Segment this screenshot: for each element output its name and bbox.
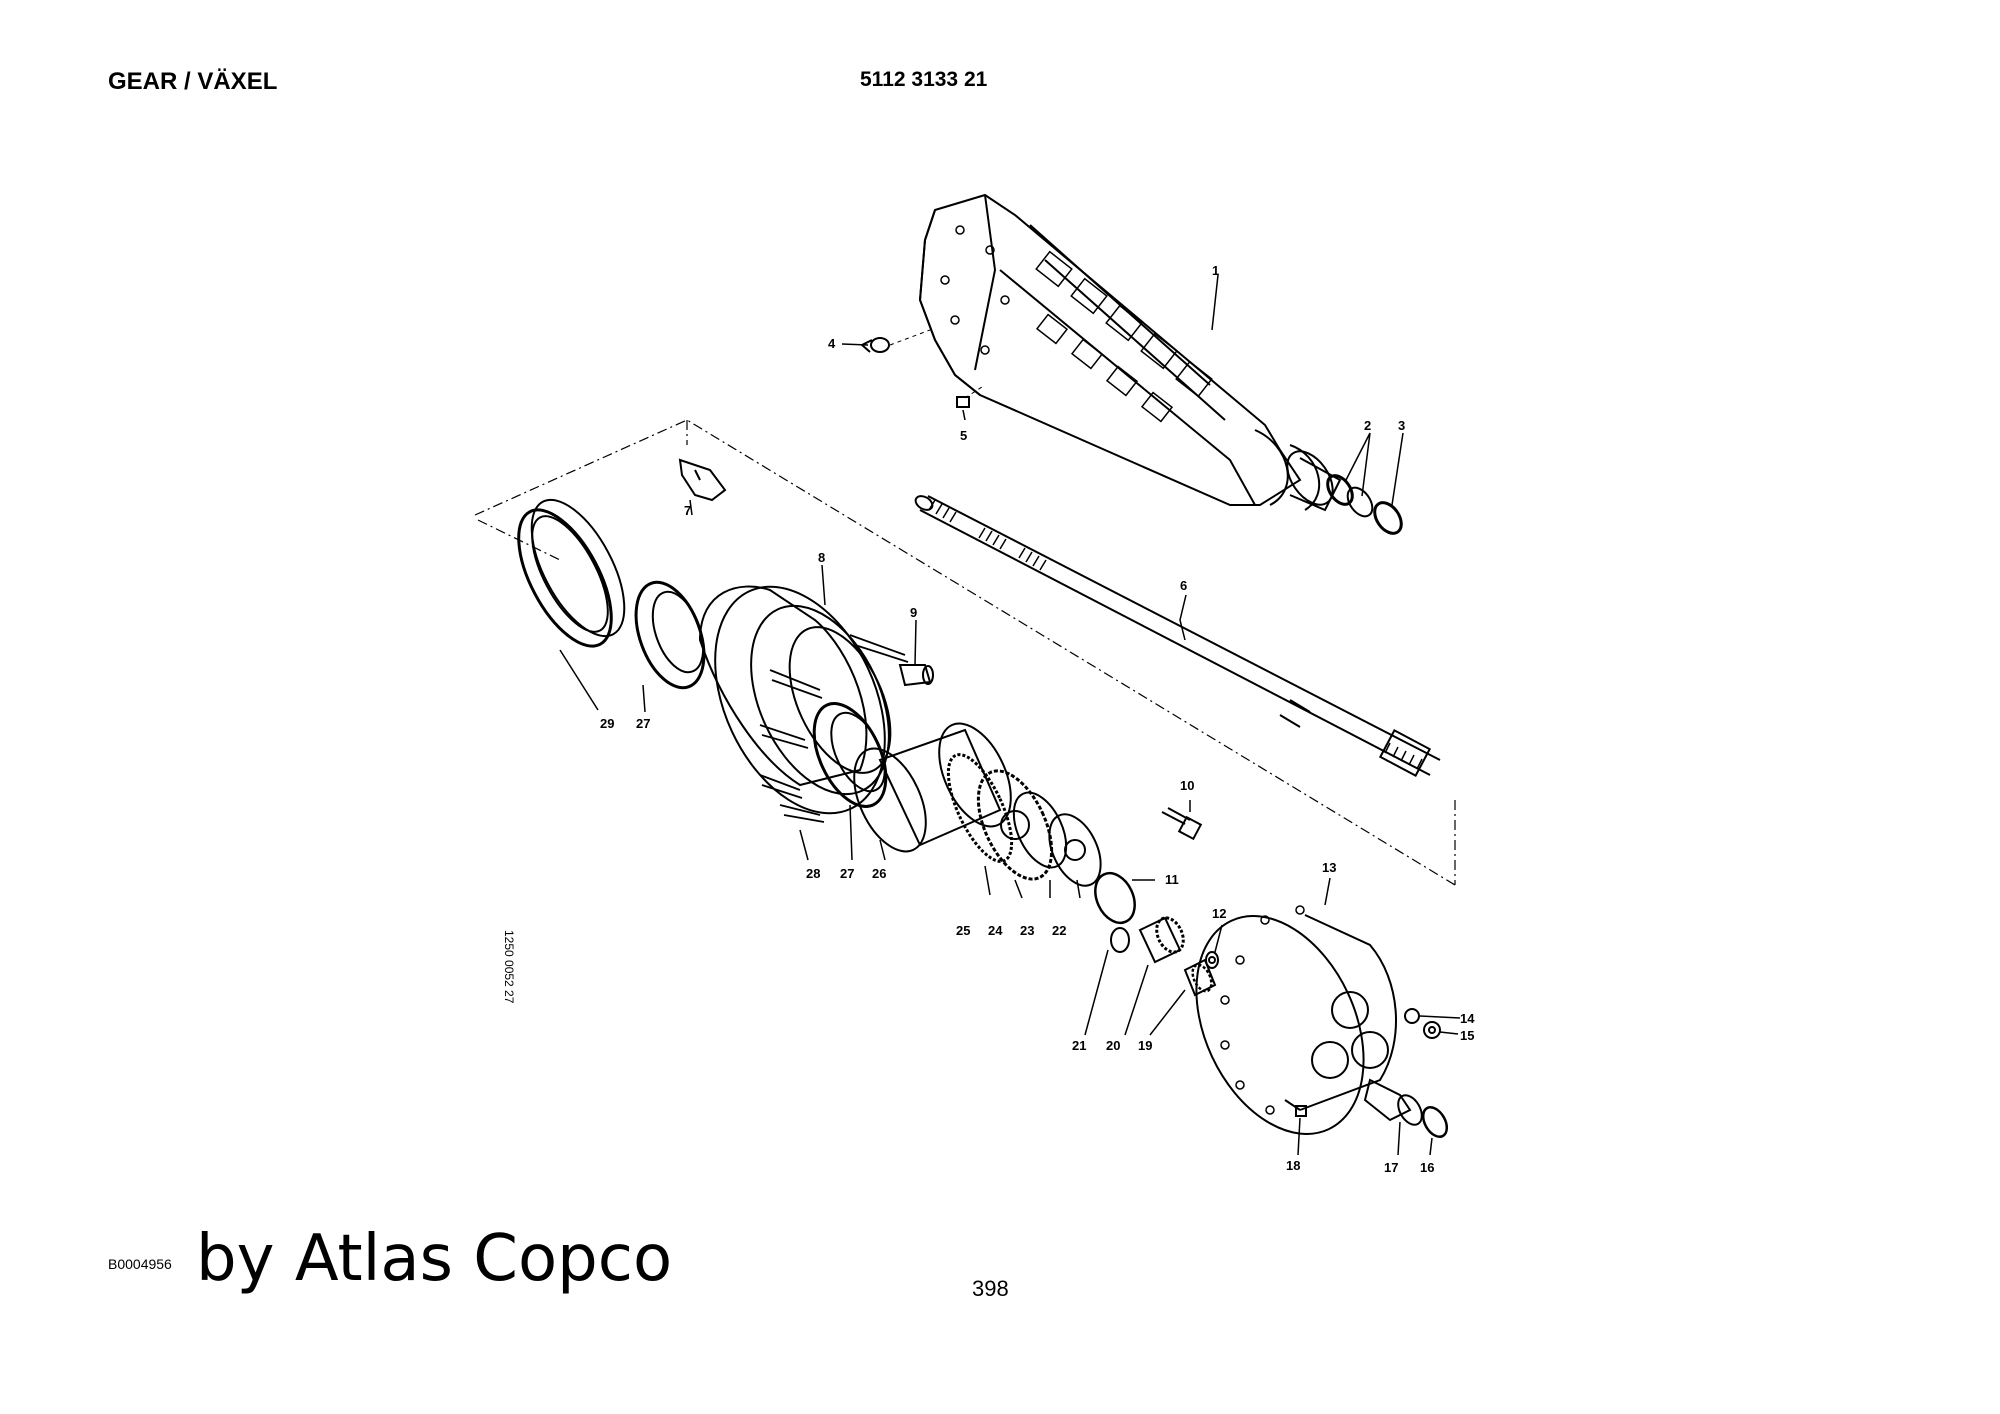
callout-labels: 1 2 3 4 5 6 7 8 9 10 11 12 13 14 15 16 1…: [600, 263, 1475, 1175]
callout-12: 12: [1212, 906, 1226, 921]
callout-26: 26: [872, 866, 886, 881]
callout-4: 4: [828, 336, 836, 351]
screw-part-18: [1284, 1099, 1307, 1117]
callout-27-left: 27: [636, 716, 650, 731]
callout-18: 18: [1286, 1158, 1300, 1173]
ring-part-11: [1094, 871, 1136, 925]
callout-22: 22: [1052, 923, 1066, 938]
bearing-part-27-right: [812, 702, 888, 808]
plug-part-5: [956, 384, 986, 408]
carrier-part-23: [1012, 791, 1068, 869]
drive-shaft: [914, 495, 1441, 777]
callout-29: 29: [600, 716, 614, 731]
callout-21: 21: [1072, 1038, 1086, 1053]
page-title: GEAR / VÄXEL: [108, 68, 278, 95]
pinion-part-20: [1138, 916, 1185, 964]
callout-28: 28: [806, 866, 820, 881]
callout-25: 25: [956, 923, 970, 938]
page-number: 398: [972, 1276, 1009, 1301]
bolt-part-7: [678, 458, 727, 502]
callout-13: 13: [1322, 860, 1336, 875]
callout-11: 11: [1165, 872, 1179, 887]
planet-housing-part-13: [1195, 905, 1397, 1135]
axle-housing: [918, 193, 1403, 535]
bearing-ring-part-29: [517, 498, 626, 648]
ring-gear-part-26: [853, 722, 1012, 853]
document-id: B0004956: [108, 1256, 172, 1272]
wheel-hub-part-8: [698, 585, 909, 823]
callout-19: 19: [1138, 1038, 1152, 1053]
washer-part-21: [1110, 927, 1130, 953]
plug-part-4: [860, 329, 931, 353]
callout-20: 20: [1106, 1038, 1120, 1053]
shaft-part-17: [1363, 1078, 1423, 1126]
callout-24: 24: [988, 923, 1003, 938]
callout-1: 1: [1212, 263, 1219, 278]
gear-part-24: [976, 769, 1054, 881]
leader-lines: [559, 274, 1461, 1156]
callout-2: 2: [1364, 418, 1371, 433]
seal-part-27-left: [634, 580, 706, 690]
callout-7: 7: [684, 503, 691, 518]
callout-27-right: 27: [840, 866, 854, 881]
seal-part-14: [1404, 1008, 1420, 1024]
callout-9: 9: [910, 605, 917, 620]
callout-14: 14: [1460, 1011, 1475, 1026]
callout-17: 17: [1384, 1160, 1398, 1175]
callout-23: 23: [1020, 923, 1034, 938]
callout-16: 16: [1420, 1160, 1434, 1175]
callout-15: 15: [1460, 1028, 1474, 1043]
gear-part-25: [946, 753, 1014, 863]
callout-3: 3: [1398, 418, 1405, 433]
callout-10: 10: [1180, 778, 1194, 793]
assembly-boundary-line: [474, 419, 1456, 886]
callout-8: 8: [818, 550, 825, 565]
callout-6: 6: [1180, 578, 1187, 593]
drawing-side-code: 1250 0052 27: [502, 930, 516, 1004]
nut-part-15: [1423, 1021, 1441, 1039]
plate-part-22: [1048, 813, 1102, 887]
screw-part-10: [1161, 807, 1203, 841]
o-ring-part-16: [1421, 1106, 1449, 1138]
brand-text: by Atlas Copco: [196, 1222, 673, 1296]
nut-part-9: [898, 664, 934, 687]
part-number: 5112 3133 21: [860, 68, 988, 91]
pinion-part-19: [1183, 958, 1217, 997]
callout-5: 5: [960, 428, 967, 443]
